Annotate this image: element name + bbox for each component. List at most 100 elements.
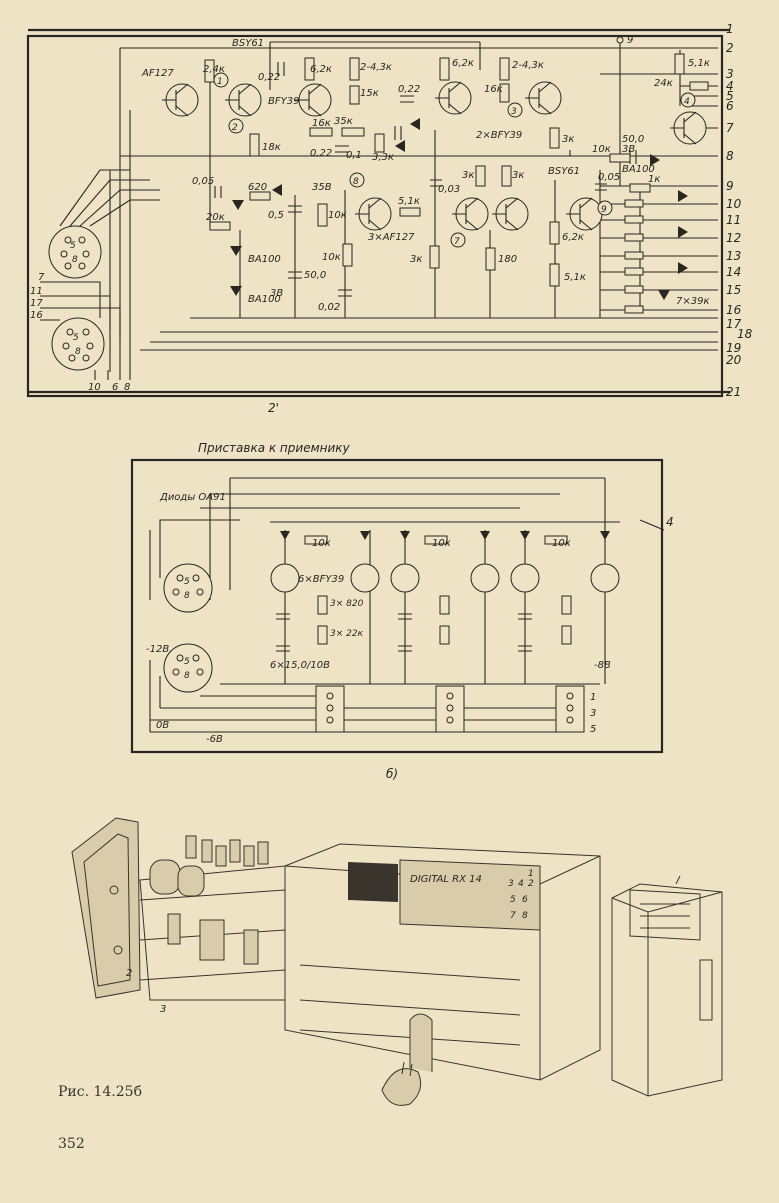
schematic-a: 1 2 3 4 7 8 9 58 58 7 11 17 16 10 6 bbox=[26, 22, 753, 415]
label-bsy61: BSY61 bbox=[548, 166, 580, 177]
resistor-label: 3к bbox=[562, 134, 574, 145]
device-mark-2: 2 bbox=[528, 879, 534, 889]
left-pin-7: 7 bbox=[38, 272, 45, 283]
schematic-b: Приставка к приемнику Диоды OA91 4 bbox=[130, 441, 674, 781]
svg-text:8: 8 bbox=[184, 671, 190, 681]
terminal-10: 10 bbox=[726, 197, 742, 211]
capacitor-label: 0,02 bbox=[318, 302, 340, 313]
diode-label-ba100-1: BA100 bbox=[248, 254, 281, 265]
schematic-b-frame bbox=[130, 458, 664, 754]
svg-text:8: 8 bbox=[184, 591, 190, 601]
device-mark-5: 5 bbox=[510, 895, 516, 905]
capacitor-labels-a: 0,22 0,22 0,22 0,1 50,0 3В 0,05 0,03 0,0… bbox=[192, 72, 644, 313]
node-marker-9: 9 bbox=[601, 205, 607, 215]
node-marker-8: 8 bbox=[353, 177, 359, 187]
resistor-label: 6,2к bbox=[310, 64, 332, 75]
plug bbox=[381, 1068, 422, 1106]
resistor-label: 16к bbox=[484, 84, 503, 95]
voltage-12v: -12В bbox=[146, 644, 169, 655]
svg-text:8: 8 bbox=[75, 347, 81, 357]
resistor-label: 1к bbox=[648, 174, 660, 185]
left-pin-6: 6 bbox=[112, 382, 118, 393]
label-bfy39: BFY39 bbox=[268, 96, 299, 107]
connector-socket-a2: 58 bbox=[51, 317, 105, 371]
node-marker-1: 1 bbox=[217, 77, 223, 87]
part-number-2: 2 bbox=[126, 968, 132, 979]
resistor-label: 3,3к bbox=[372, 152, 394, 163]
resistor-label: 6,2к bbox=[562, 232, 584, 243]
terminal-8: 8 bbox=[726, 149, 734, 163]
resistor-label: 5,1к bbox=[688, 58, 710, 69]
resistor-labels-a: 2,4к 6,2к 2-4,3к 15к 6,2к 2-4,3к 16к 5,1… bbox=[203, 58, 710, 307]
capacitor-label: 0,22 bbox=[398, 84, 420, 95]
schematic-b-title: Приставка к приемнику bbox=[198, 441, 351, 455]
resistor-label: 180 bbox=[498, 254, 517, 265]
node-marker-4: 4 bbox=[684, 97, 690, 107]
label-3xaf127: 3×AF127 bbox=[368, 232, 415, 243]
label-2xbfy39: 2×BFY39 bbox=[476, 130, 522, 141]
left-pin-16: 16 bbox=[30, 310, 43, 321]
resistor-label: 6,2к bbox=[452, 58, 474, 69]
device-mark-4: 4 bbox=[518, 879, 524, 889]
resistor-label: 16к bbox=[312, 118, 331, 129]
voltage-6v: -6В bbox=[206, 734, 223, 745]
resistor-label: 10к bbox=[322, 252, 341, 263]
switch-num-3: 3 bbox=[590, 708, 596, 719]
terminal-9: 9 bbox=[726, 179, 734, 193]
capacitor-label: 0,22 bbox=[258, 72, 280, 83]
capacitors-label-b: 6×15,0/10В bbox=[270, 660, 330, 671]
terminal-1: 1 bbox=[726, 22, 734, 36]
device-slot bbox=[409, 1013, 433, 1072]
terminal-18: 18 bbox=[737, 327, 753, 341]
diode-label-ba100-2: BA100 bbox=[248, 294, 281, 305]
resistor-label: 15к bbox=[360, 88, 379, 99]
transistors-label-b: 6×BFY39 bbox=[298, 574, 344, 585]
device-label: DIGITAL RX 14 bbox=[410, 874, 482, 885]
svg-text:5: 5 bbox=[184, 657, 190, 667]
terminal-2: 2 bbox=[726, 41, 734, 55]
resistor-label: 3к bbox=[462, 170, 474, 181]
capacitor-label: 50,0 bbox=[304, 270, 326, 281]
terminal-11: 11 bbox=[726, 213, 741, 227]
svg-text:5: 5 bbox=[184, 577, 190, 587]
chassis-components bbox=[149, 835, 269, 965]
voltage-0v: 0В bbox=[156, 720, 169, 731]
resistor-label: 3к bbox=[512, 170, 524, 181]
figure-caption: Рис. 14.25б bbox=[58, 1084, 142, 1100]
resistor-label: 620 bbox=[248, 182, 267, 193]
left-pin-8: 8 bbox=[124, 382, 130, 393]
device-mark-7: 7 bbox=[510, 911, 516, 921]
terminal-5: 5 bbox=[726, 89, 734, 103]
svg-text:5: 5 bbox=[73, 333, 79, 343]
node-9-label: 9 bbox=[627, 35, 633, 46]
device-case bbox=[284, 843, 601, 1081]
page-number: 352 bbox=[58, 1136, 85, 1152]
terminal-17: 17 bbox=[726, 317, 742, 331]
resistor-label: 3к bbox=[410, 254, 422, 265]
capacitor-label: 0,05 bbox=[598, 172, 620, 183]
resistor-22k-label: 3× 22к bbox=[330, 629, 364, 639]
left-pin-17: 17 bbox=[30, 298, 43, 309]
resistor-label: 5,1к bbox=[398, 196, 420, 207]
switch-num-5: 5 bbox=[590, 724, 596, 735]
resistor-10k-3: 10к bbox=[552, 538, 571, 549]
terminal-12: 12 bbox=[726, 231, 741, 245]
part-number-3: 3 bbox=[160, 1004, 166, 1015]
node-marker-7: 7 bbox=[454, 237, 460, 247]
svg-text:8: 8 bbox=[72, 255, 78, 265]
left-pin-10: 10 bbox=[88, 382, 101, 393]
terminal-6: 6 bbox=[726, 99, 734, 113]
label-bsy61-top: BSY61 bbox=[232, 38, 264, 49]
terminal-19: 19 bbox=[726, 341, 741, 355]
device-mark-8: 8 bbox=[522, 911, 528, 921]
terminal-20: 20 bbox=[726, 353, 742, 367]
device-door-panel bbox=[71, 817, 141, 999]
terminal-21: 21 bbox=[726, 385, 741, 399]
resistor-label: 18к bbox=[262, 142, 281, 153]
diodes-label: Диоды OA91 bbox=[159, 492, 226, 503]
capacitor-label: 0,03 bbox=[438, 184, 460, 195]
terminal-15: 15 bbox=[726, 283, 741, 297]
resistor-label: 2,4к bbox=[203, 64, 225, 75]
